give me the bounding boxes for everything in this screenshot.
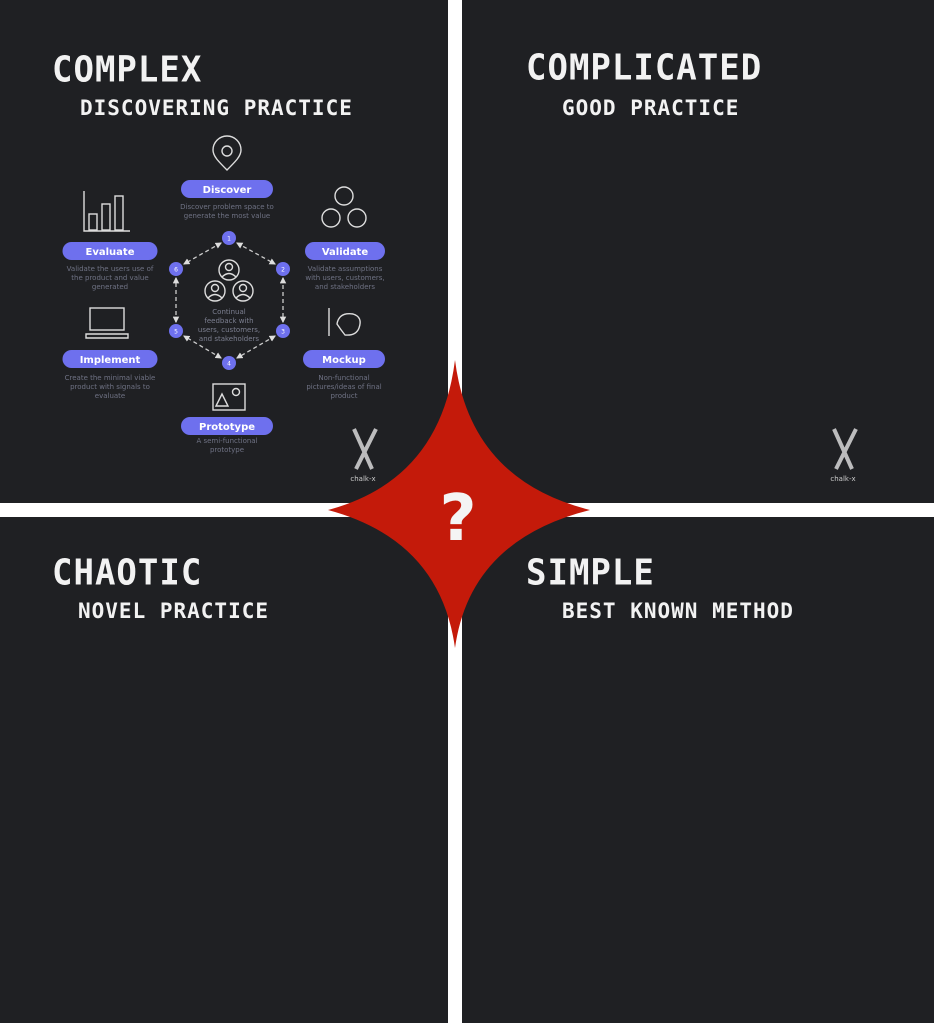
step-label: Discover — [203, 185, 252, 196]
image-frame-icon — [212, 383, 246, 411]
chalk-x-logo: chalk-x — [350, 428, 378, 483]
cycle-node-4: 4 — [222, 356, 236, 370]
chalk-x-logo: chalk-x — [830, 428, 858, 483]
bar-chart-icon — [83, 191, 130, 232]
cycle-node-1: 1 — [222, 231, 236, 245]
map-pin-icon — [212, 135, 242, 171]
quadrant-subtitle: GOOD PRACTICE — [562, 96, 740, 120]
svg-text:chalk-x: chalk-x — [350, 475, 375, 483]
svg-text:3: 3 — [281, 329, 285, 336]
center-users-icon — [204, 259, 254, 302]
step-label: Mockup — [322, 355, 366, 366]
svg-text:6: 6 — [174, 267, 178, 274]
cycle-node-3: 3 — [276, 324, 290, 338]
step-label: Validate — [322, 247, 368, 258]
step-label: Evaluate — [86, 247, 135, 258]
quadrant-subtitle: BEST KNOWN METHOD — [562, 599, 794, 623]
quadrant-subtitle: DISCOVERING PRACTICE — [80, 96, 353, 120]
svg-text:1: 1 — [227, 236, 231, 243]
quadrant-complicated: COMPLICATED GOOD PRACTICE chalk-x — [462, 0, 934, 503]
cycle-node-6: 6 — [169, 262, 183, 276]
svg-text:4: 4 — [227, 361, 231, 368]
step-label: Implement — [80, 355, 141, 366]
quadrant-title: CHAOTIC — [52, 552, 203, 594]
laptop-icon — [85, 307, 129, 339]
quadrant-chaotic: CHAOTIC NOVEL PRACTICE — [0, 517, 448, 1023]
question-mark: ? — [439, 482, 476, 556]
quadrant-title: COMPLICATED — [526, 47, 763, 89]
step-label: Prototype — [199, 422, 255, 433]
cycle-arrows — [172, 242, 287, 359]
svg-text:chalk-x: chalk-x — [830, 475, 855, 483]
red-star-shape — [328, 360, 590, 648]
brush-palette-icon — [328, 308, 361, 336]
quadrant-title: COMPLEX — [52, 49, 203, 91]
cycle-node-2: 2 — [276, 262, 290, 276]
svg-text:5: 5 — [174, 329, 178, 336]
users-group-icon — [321, 186, 367, 228]
svg-text:2: 2 — [281, 267, 285, 274]
quadrant-complex: COMPLEX DISCOVERING PRACTICE 1 2 3 4 5 6 Disc… — [0, 0, 448, 503]
cycle-node-5: 5 — [169, 324, 183, 338]
quadrant-subtitle: NOVEL PRACTICE — [78, 599, 270, 623]
quadrant-simple: SIMPLE BEST KNOWN METHOD — [462, 517, 934, 1023]
quadrant-title: SIMPLE — [526, 552, 655, 594]
